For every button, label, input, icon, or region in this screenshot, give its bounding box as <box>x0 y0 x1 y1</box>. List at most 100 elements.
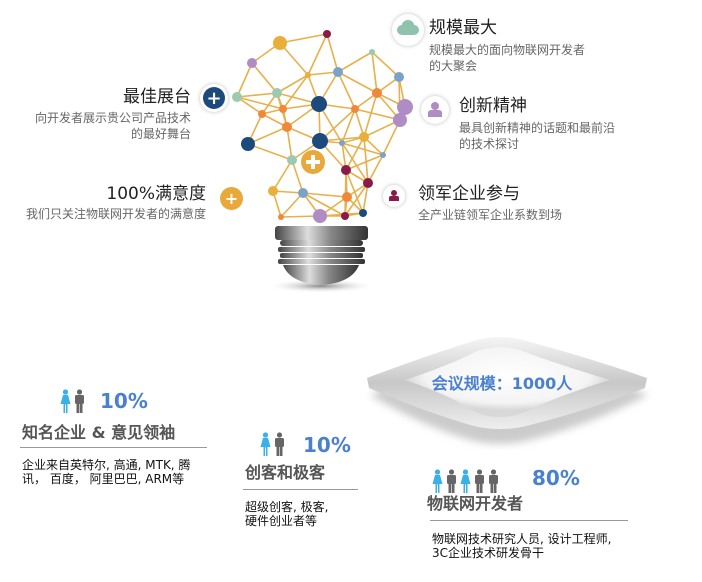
network-edge <box>307 71 339 76</box>
network-edge <box>307 33 328 76</box>
desc-line: 讯， 百度， 阿里巴巴, ARM等 <box>22 472 185 486</box>
network-node <box>258 110 266 118</box>
people-icons <box>432 469 499 493</box>
desc-line: 向开发者展示贵公司产品技术 <box>34 111 191 125</box>
network-edge <box>362 182 369 214</box>
people-icons <box>260 432 285 456</box>
network-edge <box>337 71 378 94</box>
network-edge <box>247 143 293 161</box>
network-node <box>372 88 382 98</box>
plus-icon: + <box>203 87 225 109</box>
feature-title-innovation: 创新精神 <box>459 96 527 116</box>
network-edge <box>236 62 253 98</box>
network-node <box>278 214 284 220</box>
feature-title-booth: 最佳展台 <box>123 87 191 107</box>
male-person-icon <box>447 469 456 493</box>
network-node <box>339 140 345 146</box>
male-person-icon <box>475 469 484 493</box>
network-node <box>312 133 328 149</box>
divider <box>243 489 358 490</box>
feature-desc-booth: 向开发者展示贵公司产品技术 的最好舞台 <box>35 110 191 142</box>
network-edge <box>279 42 309 76</box>
person-icon <box>391 190 397 196</box>
network-node <box>363 178 373 188</box>
network-edge <box>251 62 278 94</box>
person-icon <box>431 102 439 110</box>
male-person-icon <box>75 389 84 413</box>
network-edge <box>344 182 369 217</box>
desc-line: 物联网技术研究人员, 设计工程师, <box>432 532 612 546</box>
lightbulb-network-illustration <box>232 30 413 293</box>
bulb-socket <box>266 226 376 293</box>
feature-desc-innovation: 最具创新精神的话题和最前沿 的技术探讨 <box>459 120 615 152</box>
network-edge <box>371 51 400 78</box>
audience-desc-makers: 超级创客, 极客, 硬件创业者等 <box>245 500 328 528</box>
plus-icon-badge: + <box>200 84 228 112</box>
cloud-icon-badge <box>392 14 424 46</box>
audience-title-developers: 物联网开发者 <box>427 494 524 513</box>
network-node <box>313 209 327 223</box>
male-person-icon <box>489 469 498 493</box>
conference-scale-banner <box>367 337 648 444</box>
network-edge <box>302 192 348 198</box>
network-node <box>287 155 297 165</box>
network-node <box>341 212 349 220</box>
network-edge <box>236 92 278 98</box>
network-edge <box>272 159 293 192</box>
desc-line: 我们只关注物联网开发者的满意度 <box>25 207 206 221</box>
network-edge <box>354 108 401 121</box>
network-node <box>380 152 386 158</box>
desc-line: 最具创新精神的话题和最前沿 <box>459 121 616 135</box>
female-person-icon <box>432 469 443 493</box>
network-node <box>247 58 257 68</box>
network-edge <box>247 126 288 145</box>
network-edge <box>279 33 328 44</box>
network-edge <box>345 154 384 171</box>
feature-desc-satisfaction: 我们只关注物联网开发者的满意度 <box>26 206 206 222</box>
network-edge <box>363 92 378 138</box>
network-edge <box>286 126 293 161</box>
percent-makers: 10% <box>303 433 351 457</box>
network-node <box>323 30 331 38</box>
female-person-icon <box>260 432 271 456</box>
network-edge <box>326 33 339 73</box>
network-edge <box>236 96 263 115</box>
percent-enterprise: 10% <box>100 389 148 413</box>
network-node <box>311 96 327 112</box>
network-node <box>369 49 375 55</box>
network-edge <box>236 96 284 110</box>
feature-title-satisfaction: 100%满意度 <box>106 184 206 204</box>
divider <box>430 520 628 521</box>
network-edge <box>367 154 384 184</box>
network-node <box>393 113 407 127</box>
desc-line: 3C企业技术研发骨干 <box>432 546 545 560</box>
audience-title-enterprise: 知名企业 & 意见领袖 <box>22 423 176 442</box>
feature-desc-scale: 规模最大的面向物联网开发者 的大聚会 <box>429 42 585 74</box>
network-edge <box>341 142 384 156</box>
network-edge <box>280 192 304 218</box>
network-edge <box>337 71 356 110</box>
network-node <box>333 67 343 77</box>
network-edge <box>341 108 356 144</box>
network-edge <box>276 74 309 94</box>
conference-scale-text: 会议规模：1000人 <box>431 374 573 393</box>
person-icon-badge <box>383 185 405 207</box>
network-edge <box>371 51 378 94</box>
plus-icon: + <box>220 187 243 210</box>
percent-developers: 80% <box>532 466 580 490</box>
desc-line: 的大聚会 <box>429 59 478 73</box>
network-node <box>279 105 287 113</box>
network-node <box>341 165 351 175</box>
audience-desc-enterprise: 企业来自英特尔, 高通, MTK, 腾 讯， 百度， 阿里巴巴, ARM等 <box>22 458 212 486</box>
network-edge <box>302 192 346 217</box>
desc-line: 的最好舞台 <box>130 127 191 141</box>
desc-line: 规模最大的面向物联网开发者 <box>429 43 586 57</box>
audience-title-makers: 创客和极客 <box>245 463 326 482</box>
plus-icon <box>301 150 325 174</box>
people-icons <box>60 389 85 413</box>
female-person-icon <box>60 389 71 413</box>
desc-line: 企业来自英特尔, 高通, MTK, 腾 <box>22 458 191 472</box>
network-node <box>342 192 352 202</box>
network-node <box>394 72 404 82</box>
network-node <box>298 188 308 198</box>
